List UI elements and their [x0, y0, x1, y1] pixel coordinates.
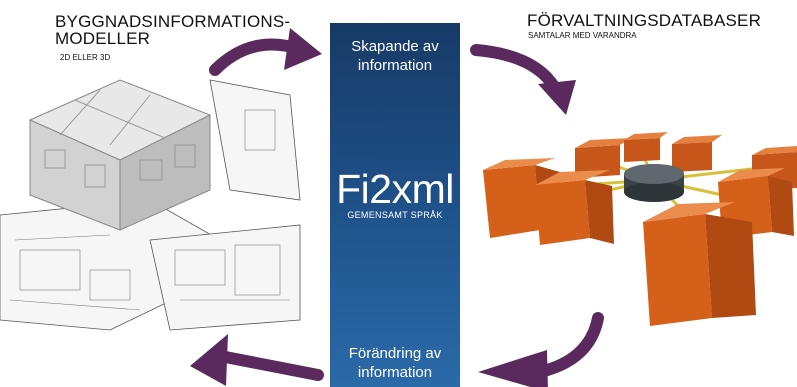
- creation-label: Skapande av information: [351, 38, 439, 74]
- database-cube: [672, 135, 722, 172]
- bim-title-line2: MODELLER: [55, 29, 151, 48]
- arrow-top-left: [209, 28, 322, 76]
- database-cube: [643, 202, 756, 326]
- database-cube: [624, 132, 668, 162]
- arrow-bottom-left: [190, 334, 324, 386]
- brand-title: Fi2xml: [336, 166, 454, 212]
- change-label: Förändring av information: [348, 345, 442, 381]
- arrow-bottom-right: [478, 312, 604, 387]
- bim-subtitle: 2D ELLER 3D: [60, 53, 111, 62]
- database-title: FÖRVALTNINGSDATABASER: [527, 11, 762, 30]
- arrow-top-right: [470, 44, 576, 115]
- database-cube: [575, 138, 632, 178]
- building-model-illustration: [0, 79, 301, 331]
- fi2xml-column: Skapande av information Fi2xml GEMENSAMT…: [330, 23, 460, 387]
- database-network-illustration: [483, 132, 797, 326]
- database-subtitle: SAMTALAR MED VARANDRA: [528, 31, 637, 40]
- bim-title: BYGGNADSINFORMATIONS- MODELLER: [55, 13, 290, 47]
- database-hub: [624, 164, 684, 184]
- bim-title-line1: BYGGNADSINFORMATIONS-: [55, 12, 291, 31]
- brand-subtitle: GEMENSAMT SPRÅK: [347, 210, 443, 220]
- database-cube: [535, 170, 614, 245]
